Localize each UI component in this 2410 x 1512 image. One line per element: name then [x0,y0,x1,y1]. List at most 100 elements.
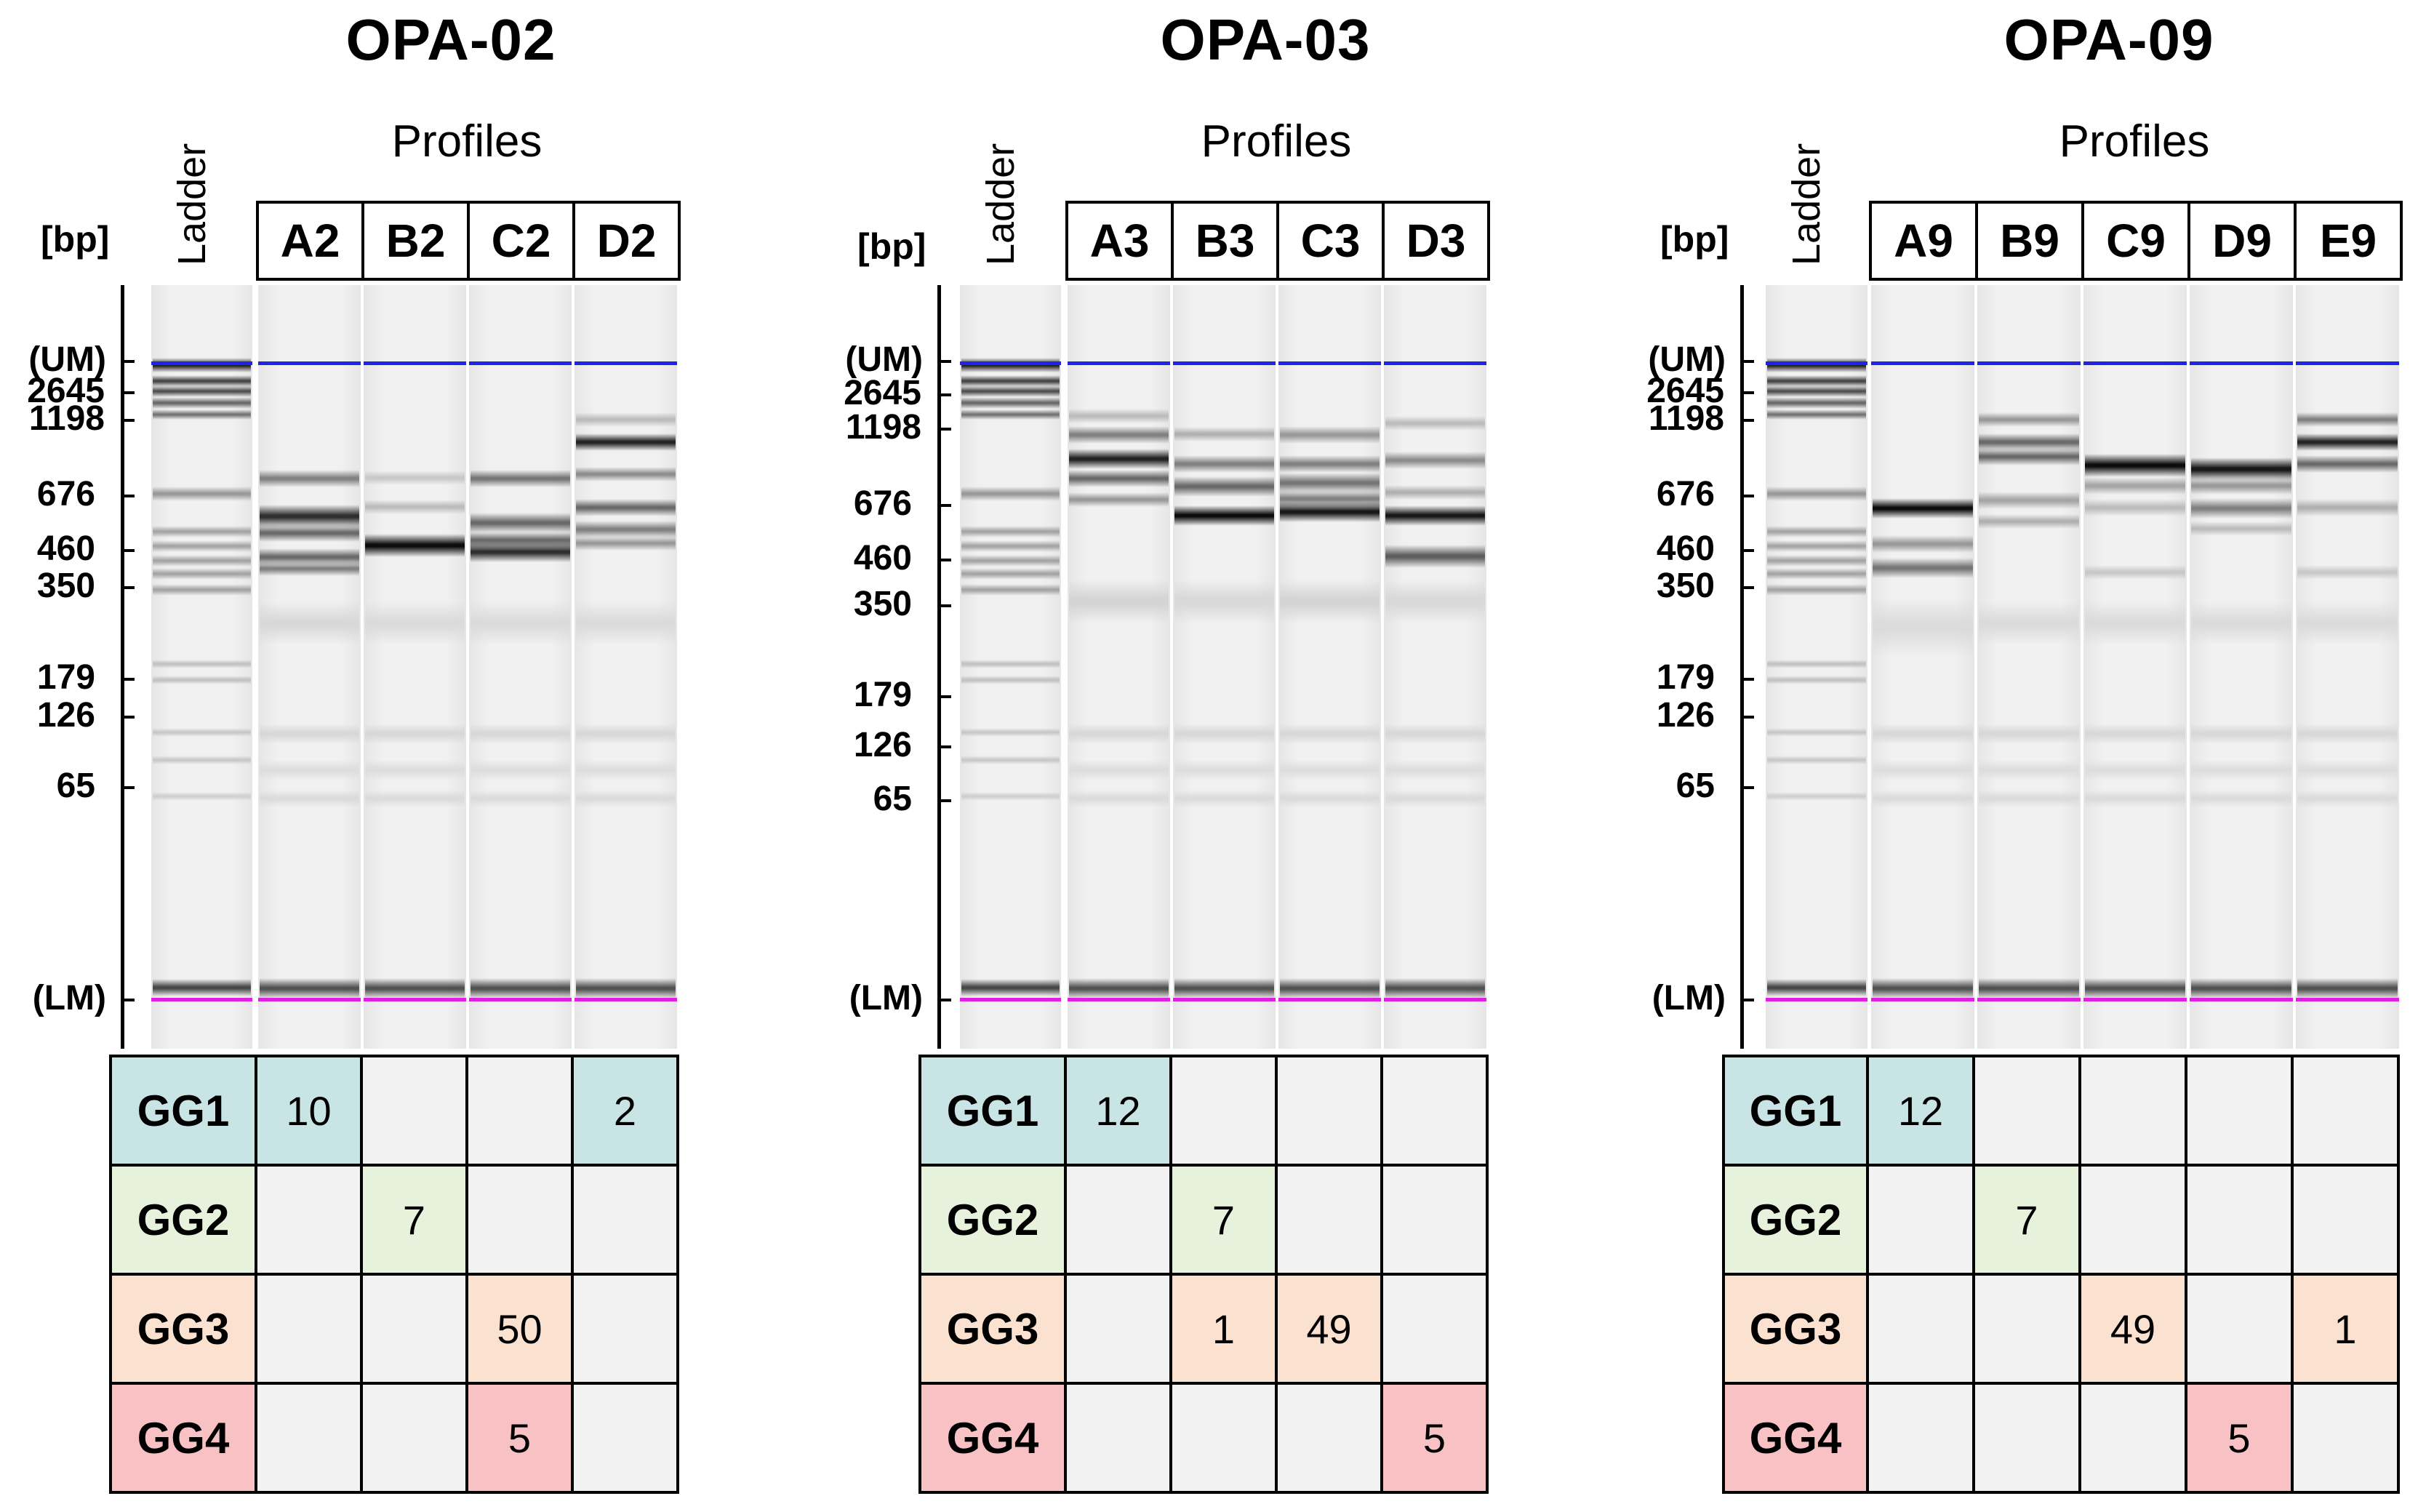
gel-band [576,978,676,999]
size-tick [1744,786,1754,789]
lower-marker-line [1173,998,1276,1001]
gel-band [1174,455,1274,473]
group-count-cell [2185,1273,2294,1385]
gel-band [153,385,251,397]
gel-band [1767,584,1866,596]
gel-band [1767,358,1866,372]
gel-lane-c3 [1278,285,1381,1049]
size-marker-label: 460 [1656,529,1715,568]
size-marker-label: 460 [36,529,95,568]
size-marker-label: (LM) [1652,979,1726,1017]
group-label: GG3 [1722,1273,1869,1385]
upper-marker-line [2296,361,2399,365]
size-axis [121,285,124,1049]
gel-band [1979,492,2079,509]
group-label: GG4 [1722,1382,1869,1494]
upper-marker-line [1977,361,2081,365]
gel-band [153,756,251,764]
gel-band [1385,978,1485,999]
upper-marker-line [258,361,361,365]
size-marker-label: 179 [1656,658,1715,697]
gel-band [2191,978,2291,999]
gel-band [576,433,676,451]
gel-band [2297,412,2398,427]
gel-band [1385,505,1485,526]
group-count-cell [1169,1382,1278,1494]
upper-marker-line [469,361,572,365]
size-axis [937,285,941,1049]
gel-band [153,584,251,596]
group-row-gg3: GG3 50 [109,1273,679,1385]
group-count-cell [1866,1382,1975,1494]
size-marker-label: (UM) [845,340,923,379]
gel-band [2085,565,2185,580]
group-count-cell [360,1273,468,1385]
size-marker-label: 65 [1676,767,1715,805]
gel-band [153,728,251,737]
gel-band [2085,978,2185,999]
gel-band [471,542,570,562]
gel-band [2297,724,2398,744]
gel-band [961,555,1060,567]
gel-band [1069,470,1169,487]
gel-band [1767,397,1866,409]
gel-band [1280,760,1380,780]
group-count-cell [2291,1055,2400,1167]
size-tick [941,695,951,698]
lower-marker-line [2083,998,2187,1001]
group-count-cell: 49 [2078,1273,2187,1385]
group-count-cell: 50 [465,1273,574,1385]
group-label: GG1 [109,1055,257,1167]
size-tick [1744,419,1754,422]
gel-band [1767,728,1866,737]
gel-band [365,601,465,645]
gel-band [1767,375,1866,387]
gel-band [1174,760,1274,780]
gel-lane-a9 [1871,285,1974,1049]
group-label: GG2 [109,1164,257,1276]
gel-band [1280,455,1380,473]
group-count-cell [1380,1055,1489,1167]
gel-band [1069,580,1169,623]
lower-marker-line [1384,998,1486,1001]
gel-band [260,790,359,807]
gel-band [961,568,1060,580]
profile-header-c9: C9 [2081,204,2187,278]
profile-header-a2: A2 [280,215,340,267]
gel-band [2297,433,2398,451]
group-count-cell [1275,1382,1383,1494]
gel-lane-d9 [2190,285,2293,1049]
gel-band [365,790,465,807]
upper-marker-line [1068,361,1170,365]
group-count-cell: 7 [1169,1164,1278,1276]
size-tick [124,678,135,681]
gel-band [1873,760,1973,780]
profile-header-a9: A9 [1894,215,1953,267]
gel-band [576,412,676,427]
group-label: GG2 [918,1164,1067,1276]
upper-marker-line [1871,361,1974,365]
size-marker-label: 676 [36,475,95,513]
size-tick [124,999,135,1001]
group-label: GG3 [109,1273,257,1385]
gel-band [1385,452,1485,469]
size-tick [124,495,135,497]
gel-band [1979,601,2079,645]
gel-band [961,409,1060,420]
size-tick [941,604,951,607]
gel-band [576,521,676,538]
gel-band [576,499,676,516]
group-count-cell [571,1164,679,1276]
lower-marker-line [575,998,677,1001]
gel-band [471,978,570,999]
gel-band [1069,492,1169,507]
group-label: GG1 [918,1055,1067,1167]
size-marker-label: 65 [56,767,95,805]
